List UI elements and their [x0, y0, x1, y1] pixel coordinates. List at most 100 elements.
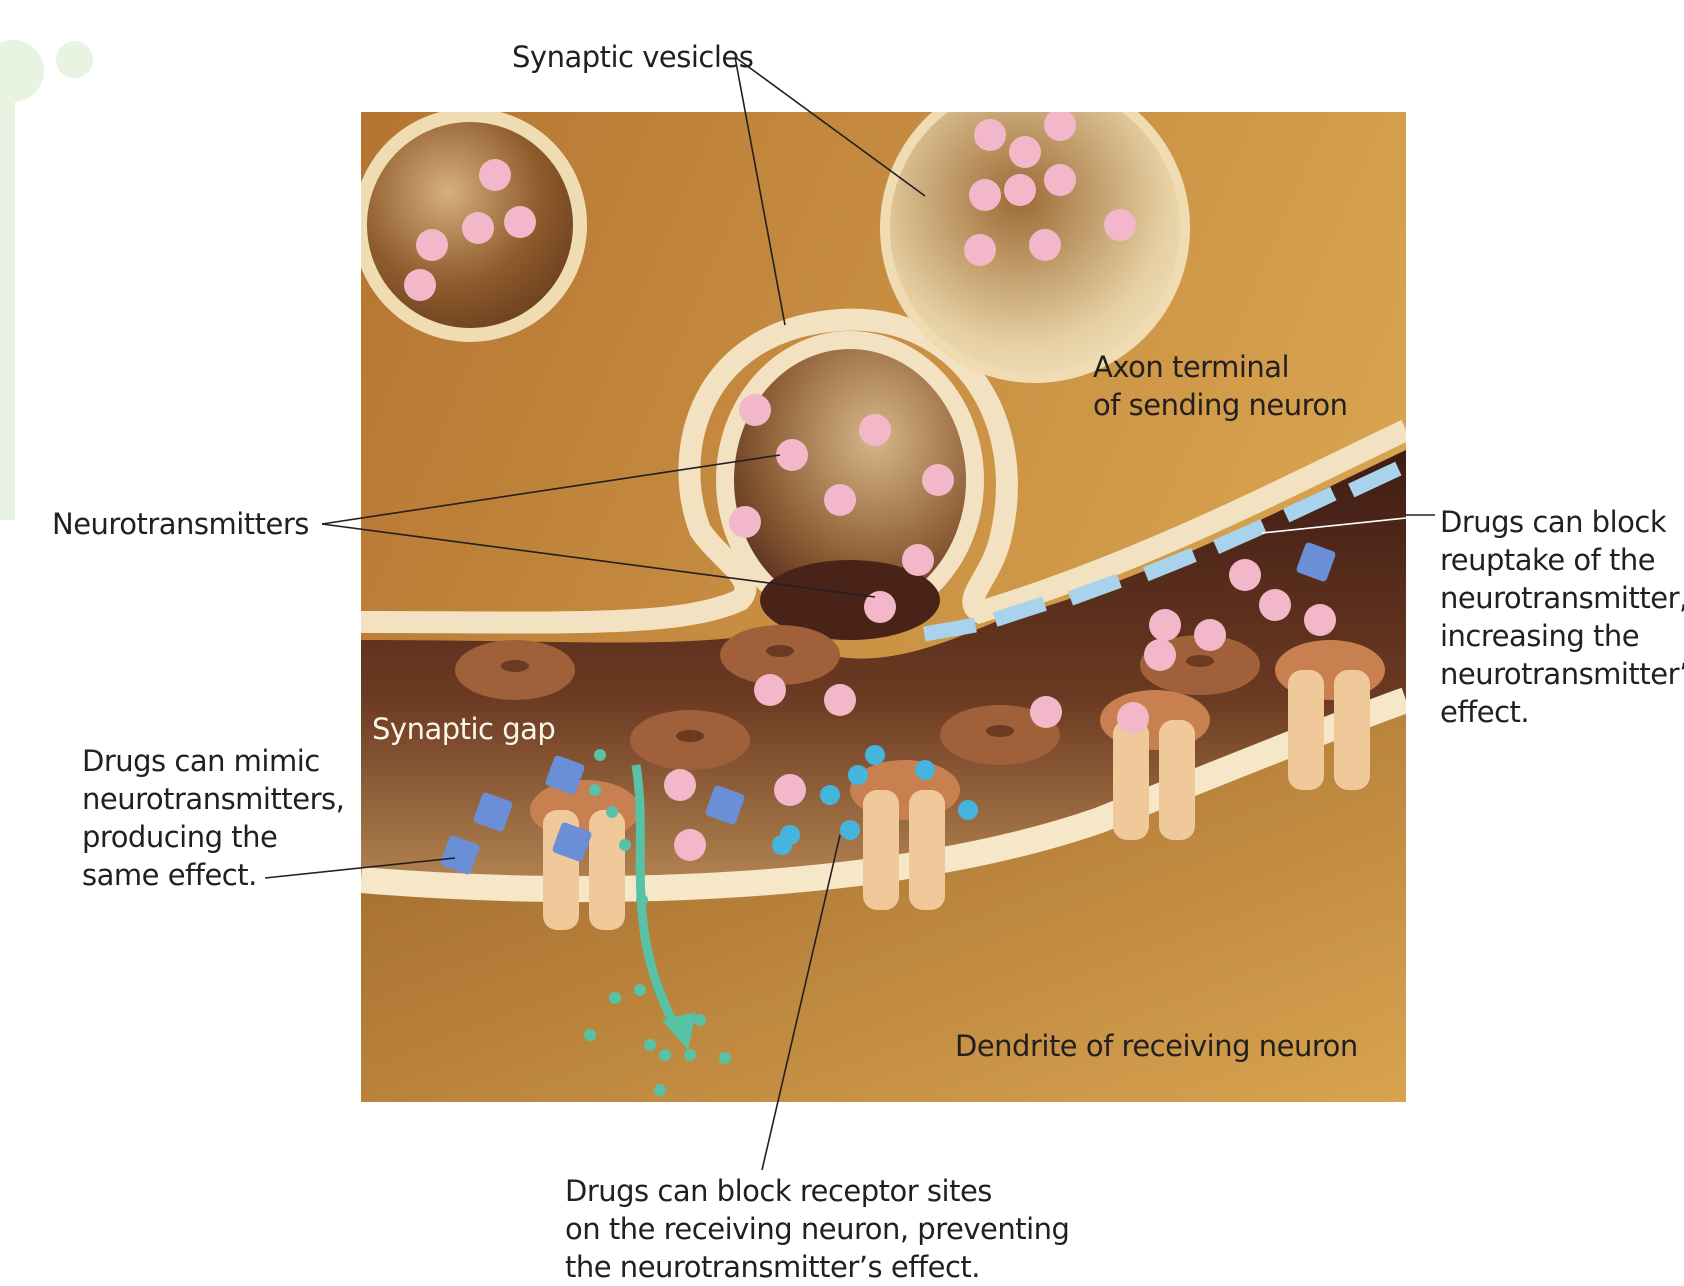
enzyme-hole	[766, 645, 794, 657]
receptor-subunit	[863, 790, 899, 910]
neurotransmitter	[674, 829, 706, 861]
receptor-subunit	[1334, 670, 1370, 790]
decorative-side-bar	[0, 90, 15, 520]
neurotransmitter	[664, 769, 696, 801]
ion	[584, 1029, 596, 1041]
label-neurotransmitters: Neurotransmitters	[52, 507, 309, 541]
ion	[719, 1052, 731, 1064]
ion	[589, 784, 601, 796]
drug-mimic-molecule	[1296, 542, 1336, 582]
ion	[634, 984, 646, 996]
label-drugs-block-reuptake: Drugs can block reuptake of the neurotra…	[1440, 505, 1684, 729]
receptor-subunit	[1113, 720, 1149, 840]
leader-line	[1261, 514, 1436, 534]
neurotransmitter	[729, 506, 761, 538]
drug-mimic-molecule	[705, 785, 745, 825]
receptor-blocker-molecule	[848, 765, 868, 785]
ion-flow-arrow	[631, 764, 684, 1038]
reuptake-pump	[992, 596, 1047, 627]
ion	[684, 1049, 696, 1061]
label-drugs-mimic: Drugs can mimic neurotransmitters, produ…	[82, 744, 345, 892]
ion	[694, 1014, 706, 1026]
neurotransmitter	[1030, 696, 1062, 728]
neurotransmitter	[754, 674, 786, 706]
neurotransmitter	[404, 269, 436, 301]
neurotransmitter	[824, 484, 856, 516]
enzyme-hole	[1186, 655, 1214, 667]
label-synaptic-gap: Synaptic gap	[372, 712, 556, 746]
axon-membrane	[361, 308, 1406, 634]
neurotransmitter	[1044, 112, 1076, 141]
receptor-subunit	[909, 790, 945, 910]
decorative-dot-small	[56, 41, 93, 78]
neurotransmitter	[776, 439, 808, 471]
leader-line	[761, 834, 841, 1171]
neurotransmitter	[1029, 229, 1061, 261]
neurotransmitter	[1229, 559, 1261, 591]
neurotransmitter	[969, 179, 1001, 211]
neurotransmitter	[1259, 589, 1291, 621]
leader-line	[321, 454, 781, 525]
drug-mimic-molecule	[473, 792, 513, 832]
reuptake-pump	[1348, 461, 1402, 498]
neurotransmitter	[1104, 209, 1136, 241]
receptor-blocker-molecule	[820, 785, 840, 805]
label-axon-terminal: Axon terminal of sending neuron	[1093, 350, 1348, 422]
drug-mimic-molecule	[552, 822, 592, 862]
neurotransmitter	[902, 544, 934, 576]
ion	[619, 839, 631, 851]
reuptake-pump	[1283, 486, 1337, 523]
neurotransmitter	[859, 414, 891, 446]
leader-line	[264, 857, 456, 879]
drug-mimic-molecule	[440, 835, 480, 875]
enzyme-hole	[986, 725, 1014, 737]
ion	[594, 749, 606, 761]
enzyme-hole	[676, 730, 704, 742]
ion-flow-arrowhead	[662, 1012, 696, 1050]
receptor-blocker-molecule	[915, 760, 935, 780]
ion	[659, 1049, 671, 1061]
synaptic-vesicle	[880, 112, 1190, 383]
ion	[606, 806, 618, 818]
reuptake-pump	[923, 617, 977, 642]
enzyme-hole	[501, 660, 529, 672]
neurotransmitter	[974, 119, 1006, 151]
neurotransmitter	[964, 234, 996, 266]
receptor-subunit	[589, 810, 625, 930]
receptor-subunit	[1288, 670, 1324, 790]
leader-line	[321, 523, 876, 598]
label-dendrite: Dendrite of receiving neuron	[955, 1029, 1358, 1063]
reuptake-pump	[1142, 547, 1197, 582]
neurotransmitter	[1194, 619, 1226, 651]
leader-line	[734, 56, 926, 197]
neurotransmitter	[1004, 174, 1036, 206]
neurotransmitter	[864, 591, 896, 623]
neurotransmitter	[1144, 639, 1176, 671]
neurotransmitter	[1044, 164, 1076, 196]
ion	[644, 1039, 656, 1051]
neurotransmitter	[774, 774, 806, 806]
neurotransmitter	[1009, 136, 1041, 168]
neurotransmitter	[922, 464, 954, 496]
neurotransmitter	[479, 159, 511, 191]
neurotransmitter	[824, 684, 856, 716]
neurotransmitter	[739, 394, 771, 426]
label-drugs-block-receptor: Drugs can block receptor sites on the re…	[565, 1174, 1070, 1284]
receptor-blocker-molecule	[865, 745, 885, 765]
leader-line	[734, 56, 786, 326]
label-synaptic-vesicles: Synaptic vesicles	[512, 40, 754, 74]
receptor-subunit	[1159, 720, 1195, 840]
receptor-blocker-molecule	[840, 820, 860, 840]
receptor-blocker-molecule	[772, 835, 792, 855]
neurotransmitter	[1149, 609, 1181, 641]
ion	[609, 992, 621, 1004]
neurotransmitter	[1117, 702, 1149, 734]
neurotransmitter	[504, 206, 536, 238]
neurotransmitter	[416, 229, 448, 261]
ion	[654, 1084, 666, 1096]
drug-mimic-molecule	[545, 755, 585, 795]
reuptake-pump	[1212, 519, 1267, 554]
neurotransmitter	[462, 212, 494, 244]
reuptake-pump	[1067, 573, 1122, 606]
